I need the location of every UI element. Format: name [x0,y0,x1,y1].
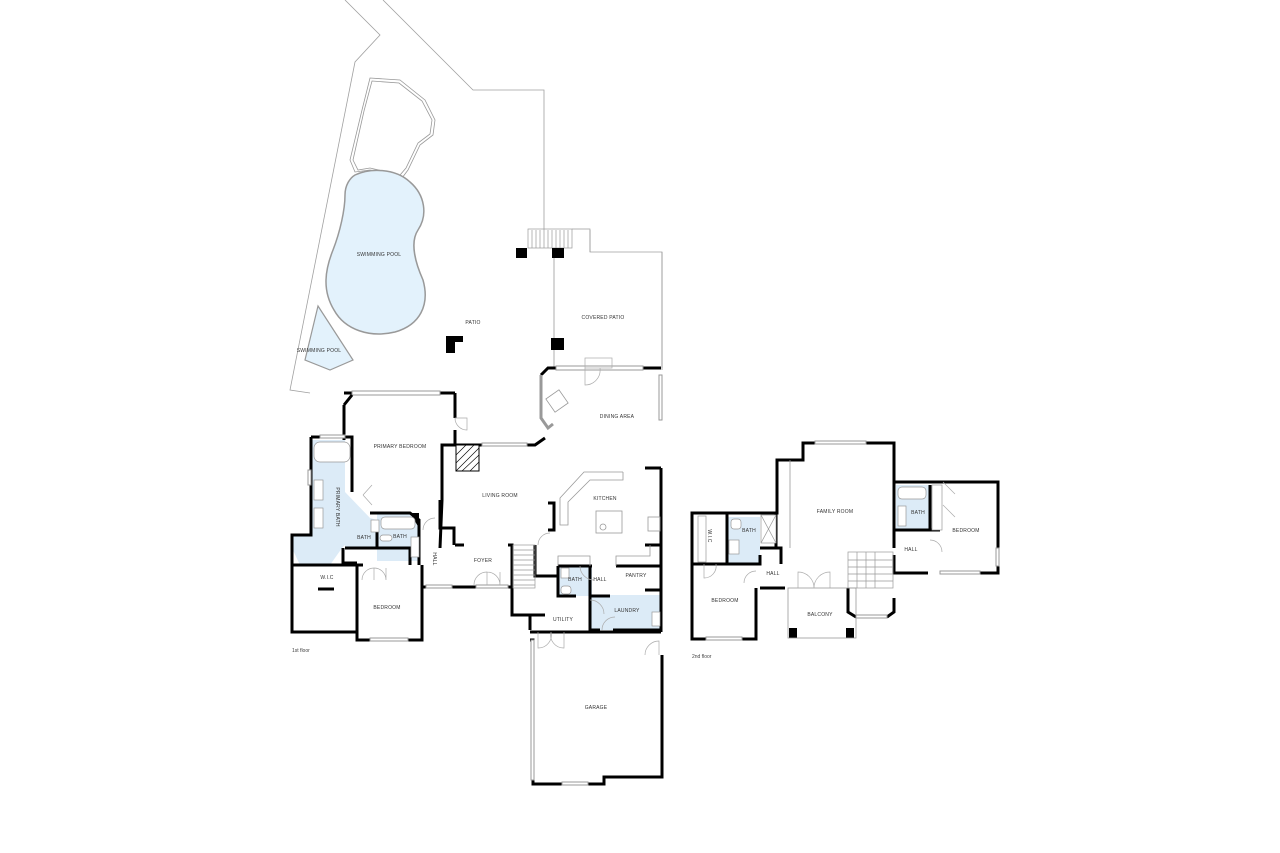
room-label-garage: GARAGE [584,705,608,711]
kitchen-counters [545,389,661,566]
room-label-pantry: PANTRY [625,573,647,579]
room-label-covered-patio: COVERED PATIO [581,315,625,321]
room-label-hall: HALL [766,571,780,577]
pool-upper-outline [349,77,436,179]
room-label-swimming-pool: SWIMMING POOL [356,252,402,258]
room-label-bedroom: BEDROOM [711,598,739,604]
swimming-pool-main [325,169,426,335]
doors-2nd-floor [703,481,956,589]
room-label-hall: HALL [593,577,607,583]
room-label-bedroom: BEDROOM [373,605,401,611]
room-label-bath: BATH [357,535,371,541]
stairs-1st-floor [512,544,536,589]
room-label-hall: HALL [431,552,437,566]
room-label-wic: W.I.C [320,575,334,581]
room-label-wic: W.I.C [706,529,712,543]
columns [446,248,854,638]
room-label-dining-area: DINING AREA [599,414,635,420]
room-label-patio: PATIO [465,320,481,326]
bay-wall [342,394,354,406]
room-label-balcony: BALCONY [807,612,833,618]
room-label-hall: HALL [904,547,918,553]
room-label-bath: BATH [911,510,925,516]
floor-caption-2nd: 2nd floor [692,654,712,660]
bath-fixtures-2nd [697,484,943,563]
fireplace [455,444,480,472]
balcony-outline [787,460,857,639]
windows-1st-floor [307,365,663,786]
room-label-primary-bath: PRIMARY BATH [334,487,340,527]
patio-stairs [527,228,591,252]
room-label-swimming-pool-small: SWIMMING POOL [296,348,342,354]
room-label-foyer: FOYER [473,558,493,564]
room-label-bath: BATH [393,534,407,540]
walls-1st-floor [290,366,664,786]
stairs-2nd-floor [847,551,894,589]
bath-fixtures [313,441,661,627]
doors-1st-floor [361,357,660,656]
room-label-bath: BATH [742,528,756,534]
room-label-living-room: LIVING ROOM [482,493,518,499]
swimming-pool-small [304,304,354,371]
room-label-family-room: FAMILY ROOM [816,509,854,515]
room-label-utility: UTILITY [552,617,574,623]
windows-2nd-floor [705,440,1000,641]
room-label-primary-bedroom: PRIMARY BEDROOM [373,444,427,450]
room-label-bath: BATH [568,577,582,583]
room-label-laundry: LAUNDRY [614,608,640,614]
floor-caption-1st: 1st floor [292,648,310,654]
covered-patio-outline [553,252,663,370]
room-label-kitchen: KITCHEN [593,496,617,502]
room-label-bedroom: BEDROOM [952,528,980,534]
